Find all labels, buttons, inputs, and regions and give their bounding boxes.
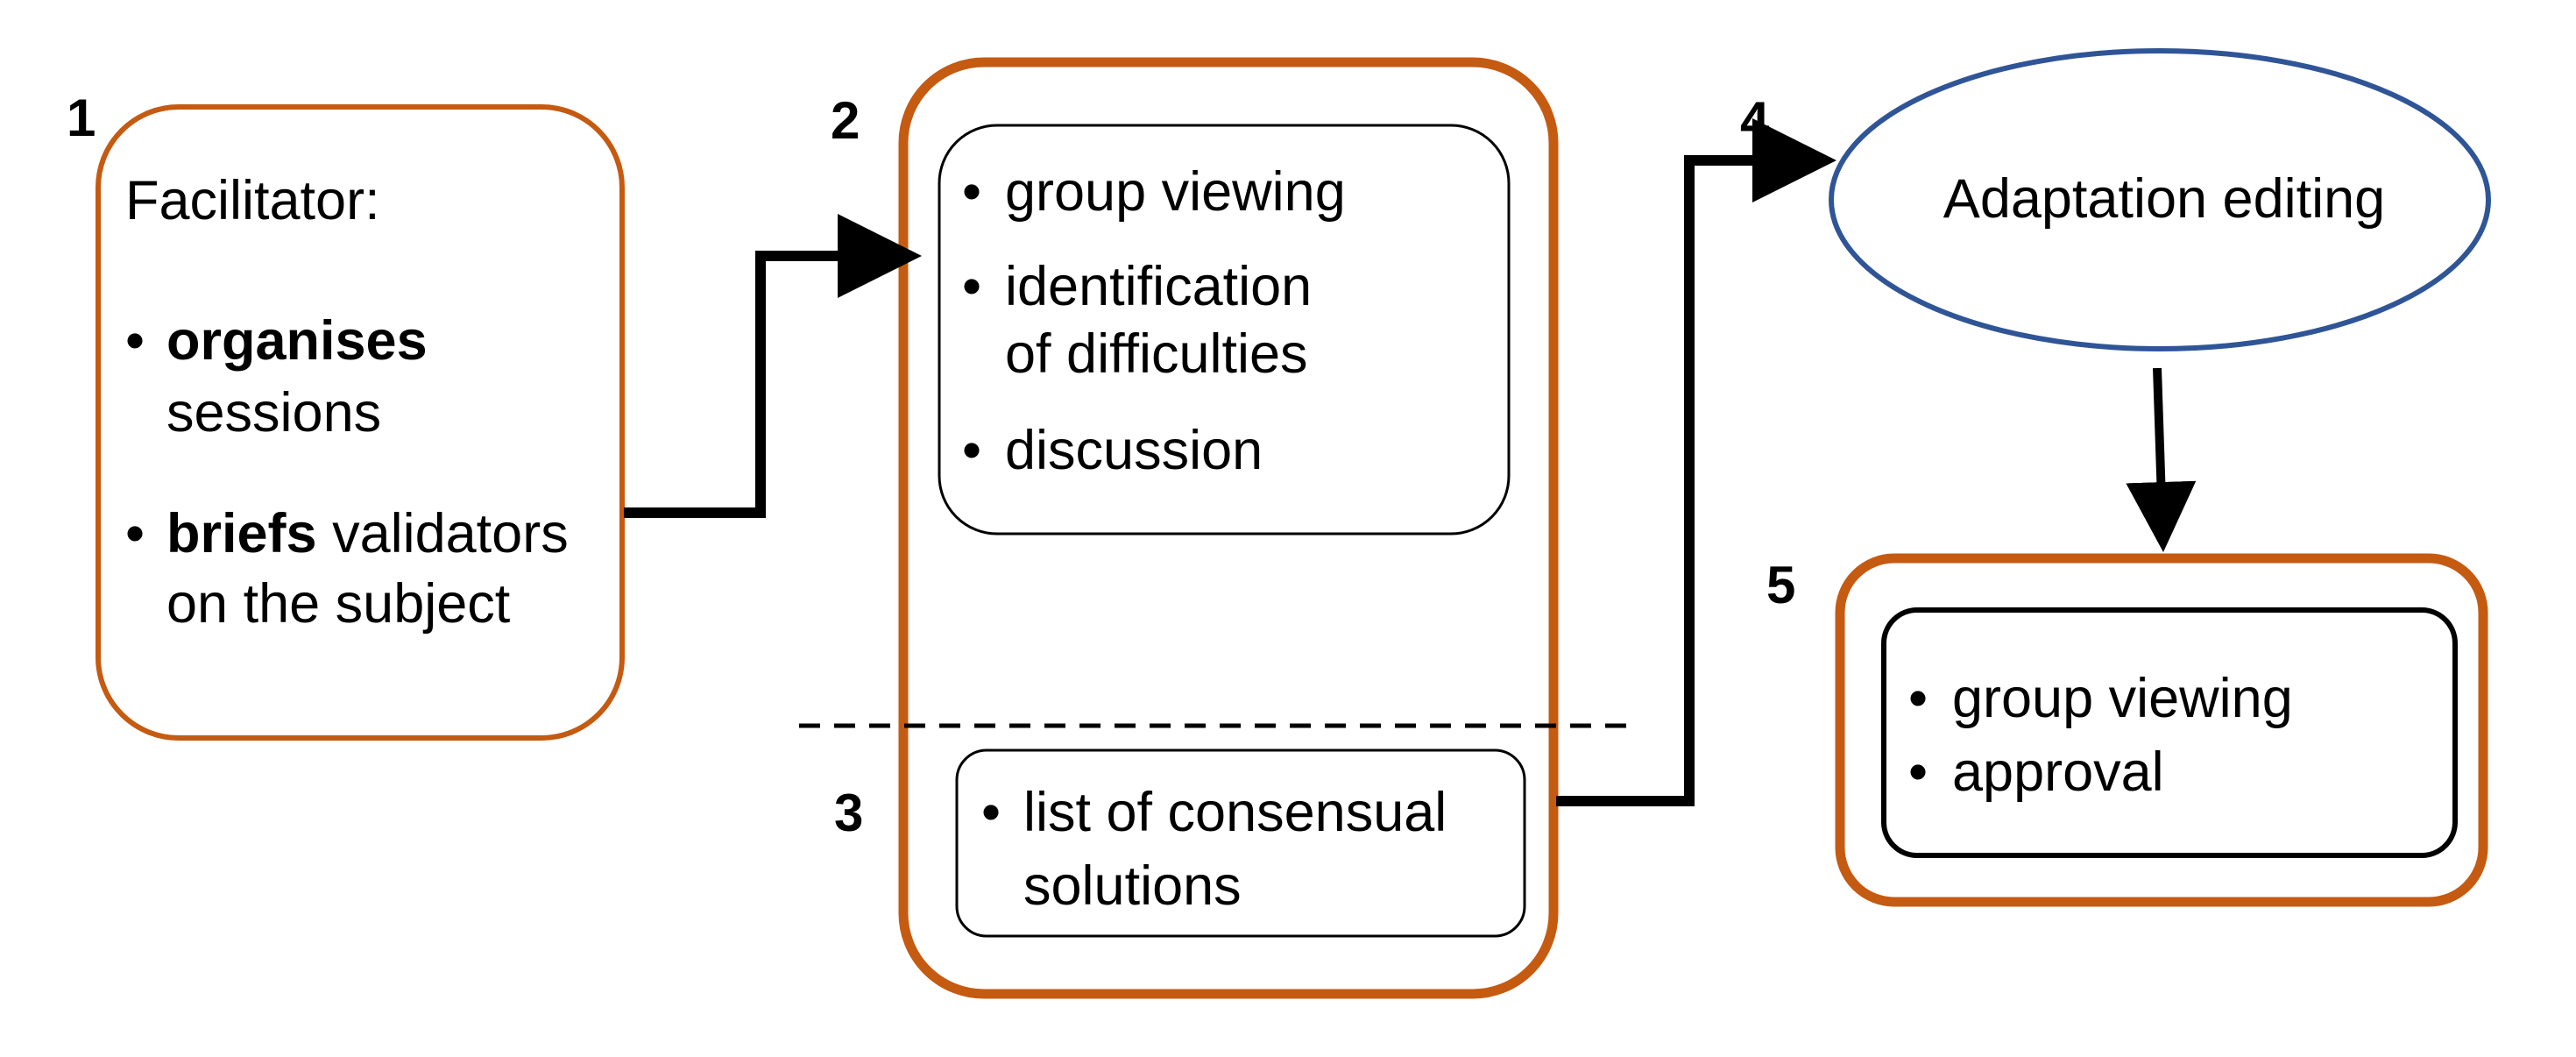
bullet-glyph: • bbox=[962, 420, 981, 481]
session-item-discussion: discussion bbox=[1005, 420, 1263, 481]
step-number-5: 5 bbox=[1766, 556, 1795, 614]
solutions-line-1: list of consensual bbox=[1023, 782, 1447, 843]
facilitator-bullet-2: briefs validators bbox=[166, 503, 569, 564]
bullet-glyph: • bbox=[1908, 741, 1928, 803]
facilitator-bullet-2-line2: on the subject bbox=[166, 573, 511, 635]
solutions-line-2: solutions bbox=[1023, 855, 1242, 917]
step-number-3: 3 bbox=[834, 784, 863, 842]
arrow-step1-to-step2 bbox=[624, 214, 922, 518]
session-outer-box bbox=[898, 57, 1559, 999]
bullet-glyph: • bbox=[1908, 668, 1928, 729]
facilitator-bullet-1: organises bbox=[166, 310, 428, 372]
step-number-2: 2 bbox=[831, 91, 860, 150]
arrow-step4-to-step5 bbox=[2126, 367, 2197, 552]
step-number-1: 1 bbox=[67, 89, 96, 147]
facilitator-title: Facilitator: bbox=[125, 170, 380, 231]
session-item-identification-line2: of difficulties bbox=[1005, 323, 1308, 385]
adaptation-editing-label: Adaptation editing bbox=[1943, 168, 2385, 230]
bullet-glyph: • bbox=[125, 310, 145, 372]
facilitator-box bbox=[96, 104, 625, 741]
bullet-glyph: • bbox=[125, 503, 145, 564]
session-item-identification: identification bbox=[1005, 256, 1312, 317]
approval-inner-box bbox=[1881, 607, 2458, 858]
facilitator-bullet-2-rest: validators bbox=[317, 503, 569, 564]
approval-outer-box bbox=[1835, 553, 2488, 907]
bullet-glyph: • bbox=[962, 161, 981, 223]
solutions-box bbox=[955, 748, 1526, 938]
approval-item-approval: approval bbox=[1952, 741, 2164, 803]
bullet-glyph: • bbox=[981, 782, 1001, 843]
session-activities-box bbox=[938, 124, 1511, 536]
step-number-4: 4 bbox=[1740, 91, 1770, 150]
approval-item-group-viewing: group viewing bbox=[1952, 668, 2293, 729]
bullet-glyph: • bbox=[962, 256, 981, 317]
facilitator-bullet-2-bold: briefs bbox=[166, 503, 317, 564]
facilitator-bullet-1-bold: organises bbox=[166, 310, 428, 372]
arrow-step3-to-step4 bbox=[1556, 118, 1836, 806]
facilitator-bullet-1-line2: sessions bbox=[166, 382, 381, 443]
session-item-group-viewing: group viewing bbox=[1005, 161, 1346, 223]
